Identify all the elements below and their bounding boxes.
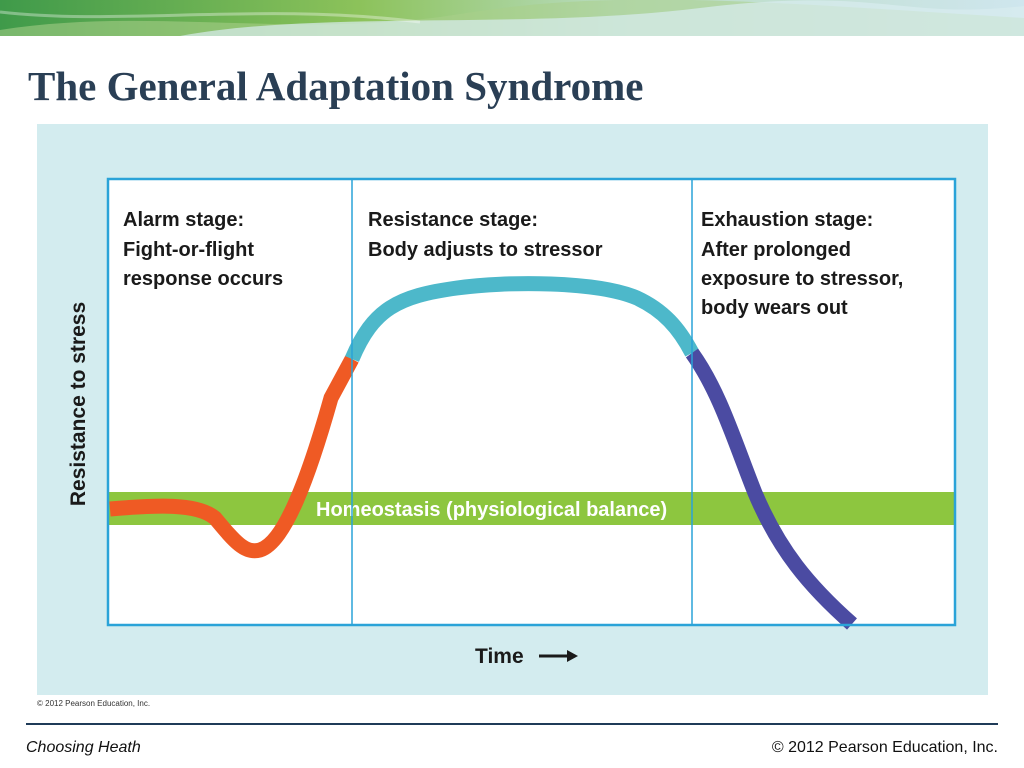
decorative-banner bbox=[0, 0, 1024, 36]
footer-copyright: © 2012 Pearson Education, Inc. bbox=[771, 739, 998, 756]
homeostasis-band bbox=[108, 492, 955, 525]
slide-title: The General Adaptation Syndrome bbox=[28, 63, 644, 109]
resistance-stage-text: Resistance stage: Body adjusts to stress… bbox=[368, 209, 603, 261]
figure-credit: © 2012 Pearson Education, Inc. bbox=[37, 699, 151, 708]
alarm-stage-text: Alarm stage: Fight-or-flight response oc… bbox=[123, 209, 283, 290]
homeostasis-label: Homeostasis (physiological balance) bbox=[316, 499, 667, 521]
footer-book-title: Choosing Heath bbox=[26, 739, 141, 756]
gas-diagram: Homeostasis (physiological balance) Alar… bbox=[67, 177, 957, 668]
exhaustion-stage-text: Exhaustion stage: After prolonged exposu… bbox=[701, 209, 909, 319]
figure-panel: Homeostasis (physiological balance) Alar… bbox=[37, 124, 988, 695]
resistance-curve bbox=[345, 276, 699, 362]
y-axis-label: Resistance to stress bbox=[67, 302, 90, 506]
plot-frame bbox=[106, 177, 957, 627]
x-axis-label: Time bbox=[475, 645, 524, 668]
arrow-right-icon bbox=[539, 650, 578, 662]
exhaustion-curve bbox=[685, 348, 857, 630]
alarm-curve bbox=[109, 355, 359, 559]
footer-divider bbox=[26, 723, 998, 725]
